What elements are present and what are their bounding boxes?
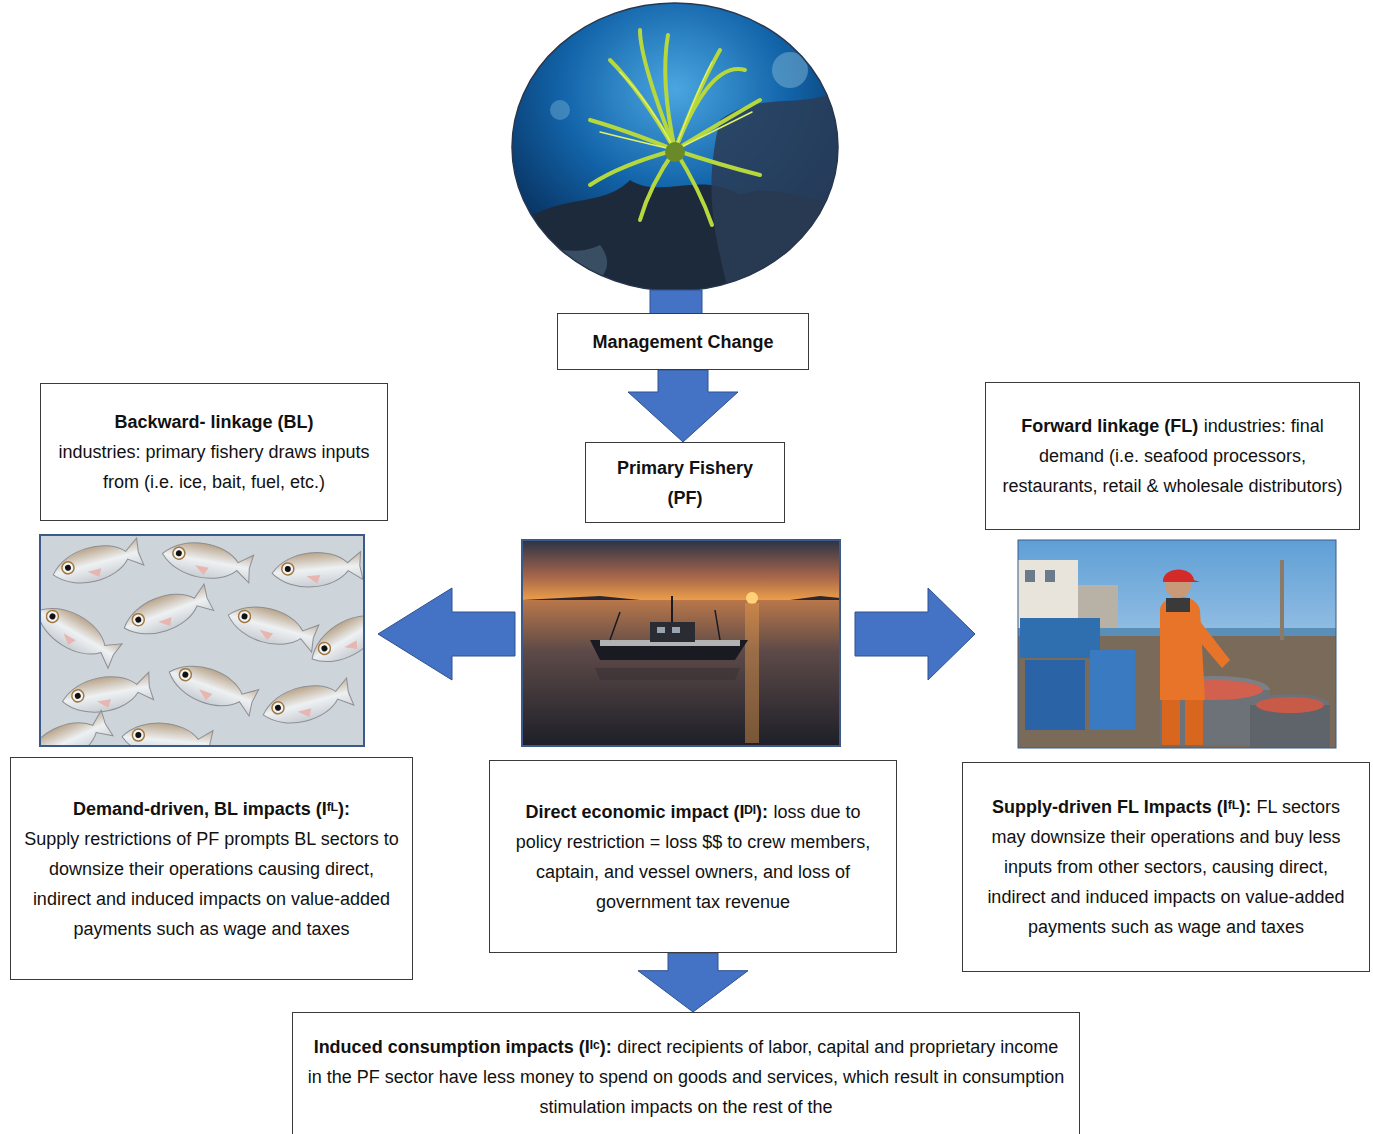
fish-photo <box>18 535 398 777</box>
box-title: Primary Fishery (PF) <box>617 458 753 508</box>
coral-photo <box>510 3 845 300</box>
box-body: Supply restrictions of PF prompts BL sec… <box>24 829 398 939</box>
box-heading: Supply-driven FL Impacts (Iᶠᴸ): <box>992 797 1251 817</box>
boat-photo <box>522 540 840 746</box>
box-title: Management Change <box>592 332 773 352</box>
box-body: industries: primary fishery draws inputs… <box>58 442 369 492</box>
text-box: Supply-driven FL Impacts (Iᶠᴸ):FL sector… <box>962 762 1370 972</box>
box-heading: Forward linkage (FL) <box>1021 416 1198 436</box>
box-body: FL sectors may downsize their operations… <box>987 797 1344 937</box>
text-block: Forward linkage (FL)industries: final de… <box>998 411 1347 501</box>
text-block: Backward- linkage (BL) industries: primar… <box>53 407 375 497</box>
text-box: Backward- linkage (BL) industries: primar… <box>40 383 388 521</box>
block-arrow-right <box>855 588 975 680</box>
block-arrow-left <box>378 588 515 680</box>
text-box: Primary Fishery (PF) <box>585 442 785 523</box>
text-block: Management Change <box>592 327 773 357</box>
box-heading: Demand-driven, BL impacts (Iᶠᴸ): <box>23 794 400 824</box>
text-box: Demand-driven, BL impacts (Iᶠᴸ): Supply r… <box>10 757 413 980</box>
text-box: Management Change <box>557 313 809 370</box>
text-block: Demand-driven, BL impacts (Iᶠᴸ): Supply r… <box>23 794 400 944</box>
box-heading: Direct economic impact (Iᴰᴵ): <box>526 802 768 822</box>
block-arrow <box>628 370 738 442</box>
text-block: Direct economic impact (Iᴰᴵ):loss due to… <box>502 797 884 917</box>
box-heading: Induced consumption impacts (Iᴵᶜ): <box>314 1037 612 1057</box>
harbour-photo <box>1018 540 1336 748</box>
box-heading: Backward- linkage (BL) <box>53 407 375 437</box>
text-box: Induced consumption impacts (Iᴵᶜ):direct… <box>292 1012 1080 1134</box>
text-box: Forward linkage (FL)industries: final de… <box>985 382 1360 530</box>
text-box: Direct economic impact (Iᴰᴵ):loss due to… <box>489 760 897 953</box>
text-block: Primary Fishery (PF) <box>603 453 768 513</box>
text-block: Supply-driven FL Impacts (Iᶠᴸ):FL sector… <box>975 792 1357 942</box>
block-arrow <box>638 953 748 1012</box>
text-block: Induced consumption impacts (Iᴵᶜ):direct… <box>305 1032 1067 1122</box>
block-arrow-stub <box>650 290 702 314</box>
